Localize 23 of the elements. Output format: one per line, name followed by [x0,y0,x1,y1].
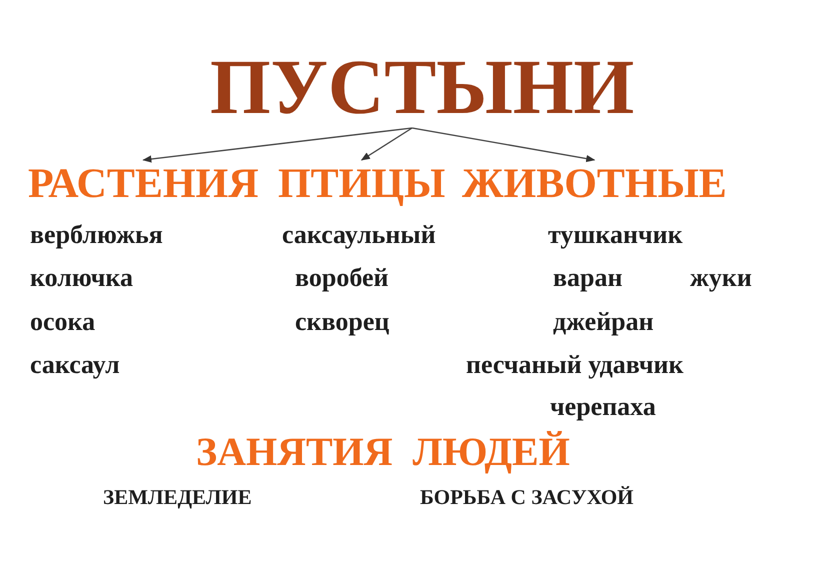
plant-name: осока [30,309,96,335]
arrow [142,127,412,163]
section-heading: ЗАНЯТИЯ ЛЮДЕЙ [196,432,570,472]
bird-name: воробей [295,265,389,291]
bird-name: скворец [295,309,390,335]
plant-name: саксаул [30,352,120,378]
category-heading: ЖИВОТНЫЕ [462,163,727,205]
arrow [412,127,596,162]
activity-name: ЗЕМЛЕДЕЛИЕ [103,487,252,508]
animal-name: джейран [553,309,654,335]
bird-name: саксаульный [282,222,436,248]
category-heading: РАСТЕНИЯ [28,163,259,205]
plant-name: верблюжья [30,222,163,248]
animal-name: тушканчик [548,222,683,248]
title-heading: ПУСТЫНИ [210,48,634,126]
activity-name: БОРЬБА С ЗАСУХОЙ [420,487,634,508]
animal-name: черепаха [550,394,656,420]
arrow [360,127,412,161]
animal-name: жуки [690,265,752,291]
category-heading: ПТИЦЫ [278,163,446,205]
plant-name: колючка [30,265,134,291]
animal-name: варан [553,265,622,291]
animal-name: песчаный удавчик [466,352,684,378]
